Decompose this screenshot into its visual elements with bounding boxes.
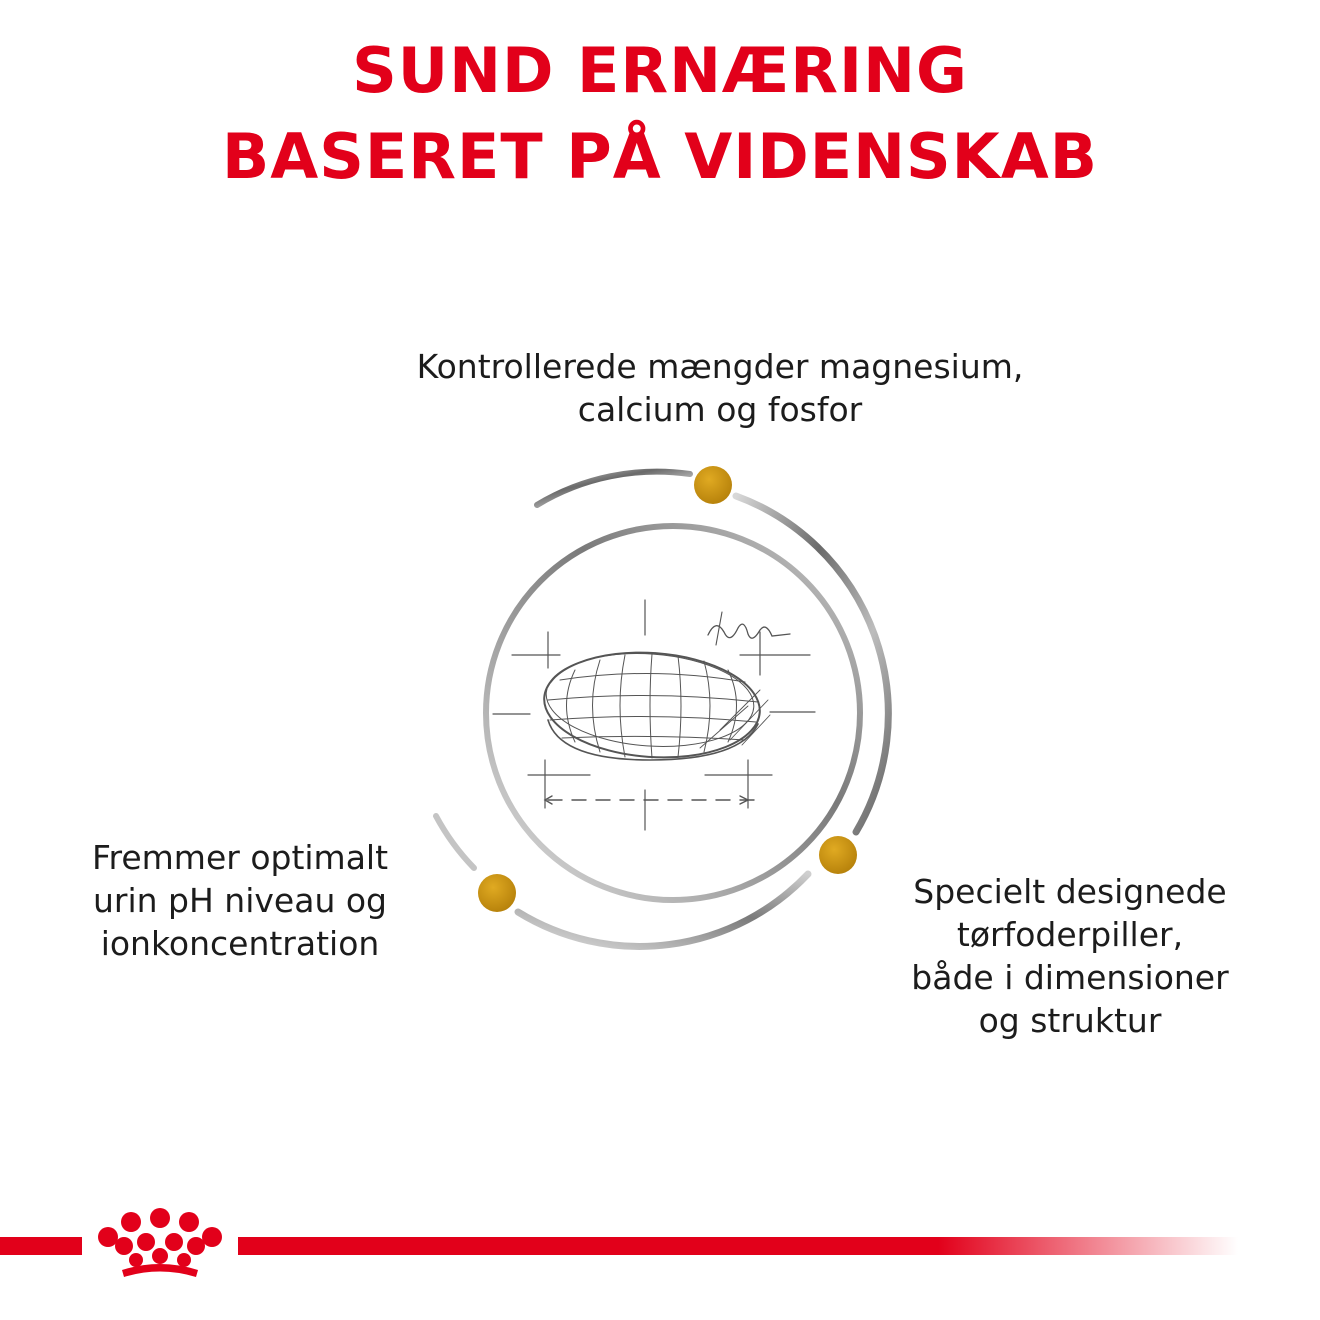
ring-diagram (433, 466, 892, 950)
brand-footer (0, 1208, 1238, 1277)
kibble-sketch-icon (492, 599, 816, 831)
feature-top-line-1: Kontrollerede mængder magnesium, (416, 347, 1024, 386)
outer-ring-arc-bottom (514, 870, 812, 950)
feature-top-line-2: calcium og fosfor (577, 390, 863, 429)
marker-dot-left (478, 874, 516, 912)
feature-right: Specielt designede tørfoderpiller, både … (855, 870, 1285, 1042)
headline-line-1: SUND ERNÆRING (352, 34, 968, 107)
feature-right-line-2: tørfoderpiller, (956, 915, 1184, 954)
brand-line-right (238, 1237, 1238, 1255)
outer-ring-arc-top (534, 468, 693, 508)
brand-line-left (0, 1237, 82, 1255)
feature-right-line-4: og struktur (978, 1001, 1162, 1040)
feature-left-line-1: Fremmer optimalt (91, 838, 389, 877)
feature-top: Kontrollerede mængder magnesium, calcium… (330, 345, 1110, 431)
feature-right-line-3: både i dimensioner (911, 958, 1229, 997)
marker-dot-right (819, 836, 857, 874)
inner-ring (483, 523, 863, 903)
feature-right-line-1: Specielt designede (913, 872, 1227, 911)
feature-left-line-3: ionkoncentration (100, 924, 380, 963)
feature-left-line-2: urin pH niveau og (93, 881, 387, 920)
marker-dot-top (694, 466, 732, 504)
outer-ring-arc-right (732, 492, 892, 836)
headline: SUND ERNÆRING BASERET PÅ VIDENSKAB (0, 28, 1320, 200)
crown-logo (98, 1208, 222, 1277)
outer-ring-arc-left (433, 813, 477, 871)
headline-line-2: BASERET PÅ VIDENSKAB (222, 120, 1098, 193)
feature-left: Fremmer optimalt urin pH niveau og ionko… (40, 836, 440, 965)
